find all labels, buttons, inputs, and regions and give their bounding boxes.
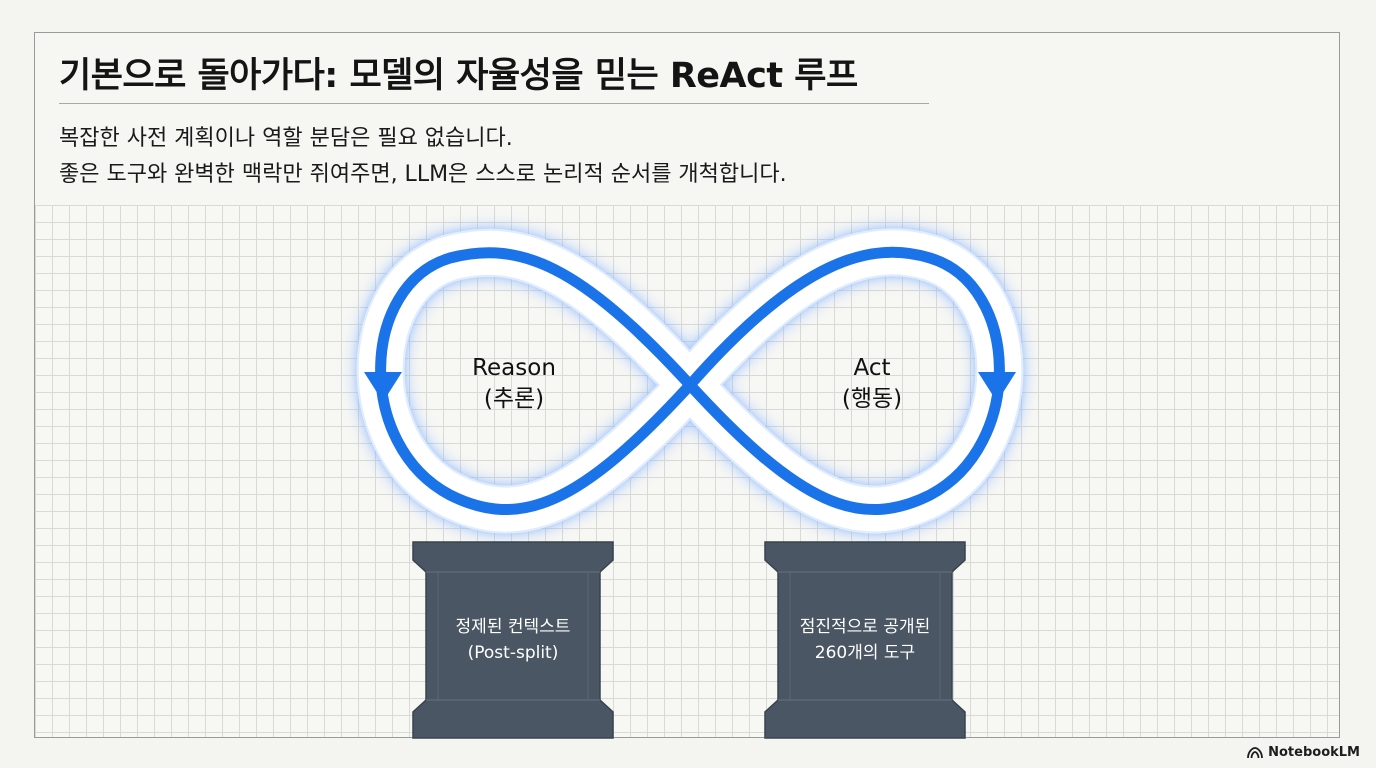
pillar-right-line-1: 점진적으로 공개된	[799, 617, 931, 637]
subtitle-line-1: 복잡한 사전 계획이나 역할 분담은 필요 없습니다.	[59, 126, 513, 151]
pillar-right	[764, 541, 966, 739]
act-label: Act (행동)	[792, 353, 952, 415]
pillar-left-line-2: (Post-split)	[467, 643, 559, 663]
brand-name: NotebookLM	[1268, 745, 1360, 760]
reason-label: Reason (추론)	[434, 353, 594, 415]
notebooklm-brand: NotebookLM	[1247, 745, 1360, 760]
pillar-right-line-2: 260개의 도구	[814, 643, 916, 663]
pillar-right-text: 점진적으로 공개된 260개의 도구	[767, 614, 963, 666]
act-label-en: Act	[853, 355, 891, 381]
slide-subtitle: 복잡한 사전 계획이나 역할 분담은 필요 없습니다. 좋은 도구와 완벽한 맥…	[59, 121, 787, 193]
pillar-left-line-1: 정제된 컨텍스트	[455, 617, 571, 637]
loop-arrow-line	[375, 246, 1005, 516]
notebooklm-logo-icon	[1247, 746, 1264, 758]
pillar-left	[412, 541, 614, 739]
title-divider	[59, 103, 929, 104]
left-arrowhead-icon	[364, 372, 402, 402]
pillar-left-text: 정제된 컨텍스트 (Post-split)	[415, 614, 611, 666]
slide-title: 기본으로 돌아가다: 모델의 자율성을 믿는 ReAct 루프	[59, 56, 858, 96]
subtitle-line-2: 좋은 도구와 완벽한 맥락만 쥐여주면, LLM은 스스로 논리적 순서를 개척…	[59, 162, 787, 187]
reason-label-en: Reason	[472, 355, 556, 381]
reason-label-ko: (추론)	[483, 386, 545, 412]
right-arrowhead-icon	[978, 372, 1016, 402]
slide-frame: 기본으로 돌아가다: 모델의 자율성을 믿는 ReAct 루프 복잡한 사전 계…	[34, 32, 1340, 738]
act-label-ko: (행동)	[841, 386, 903, 412]
grid-background	[35, 205, 1339, 737]
infinity-loop	[353, 225, 1027, 537]
